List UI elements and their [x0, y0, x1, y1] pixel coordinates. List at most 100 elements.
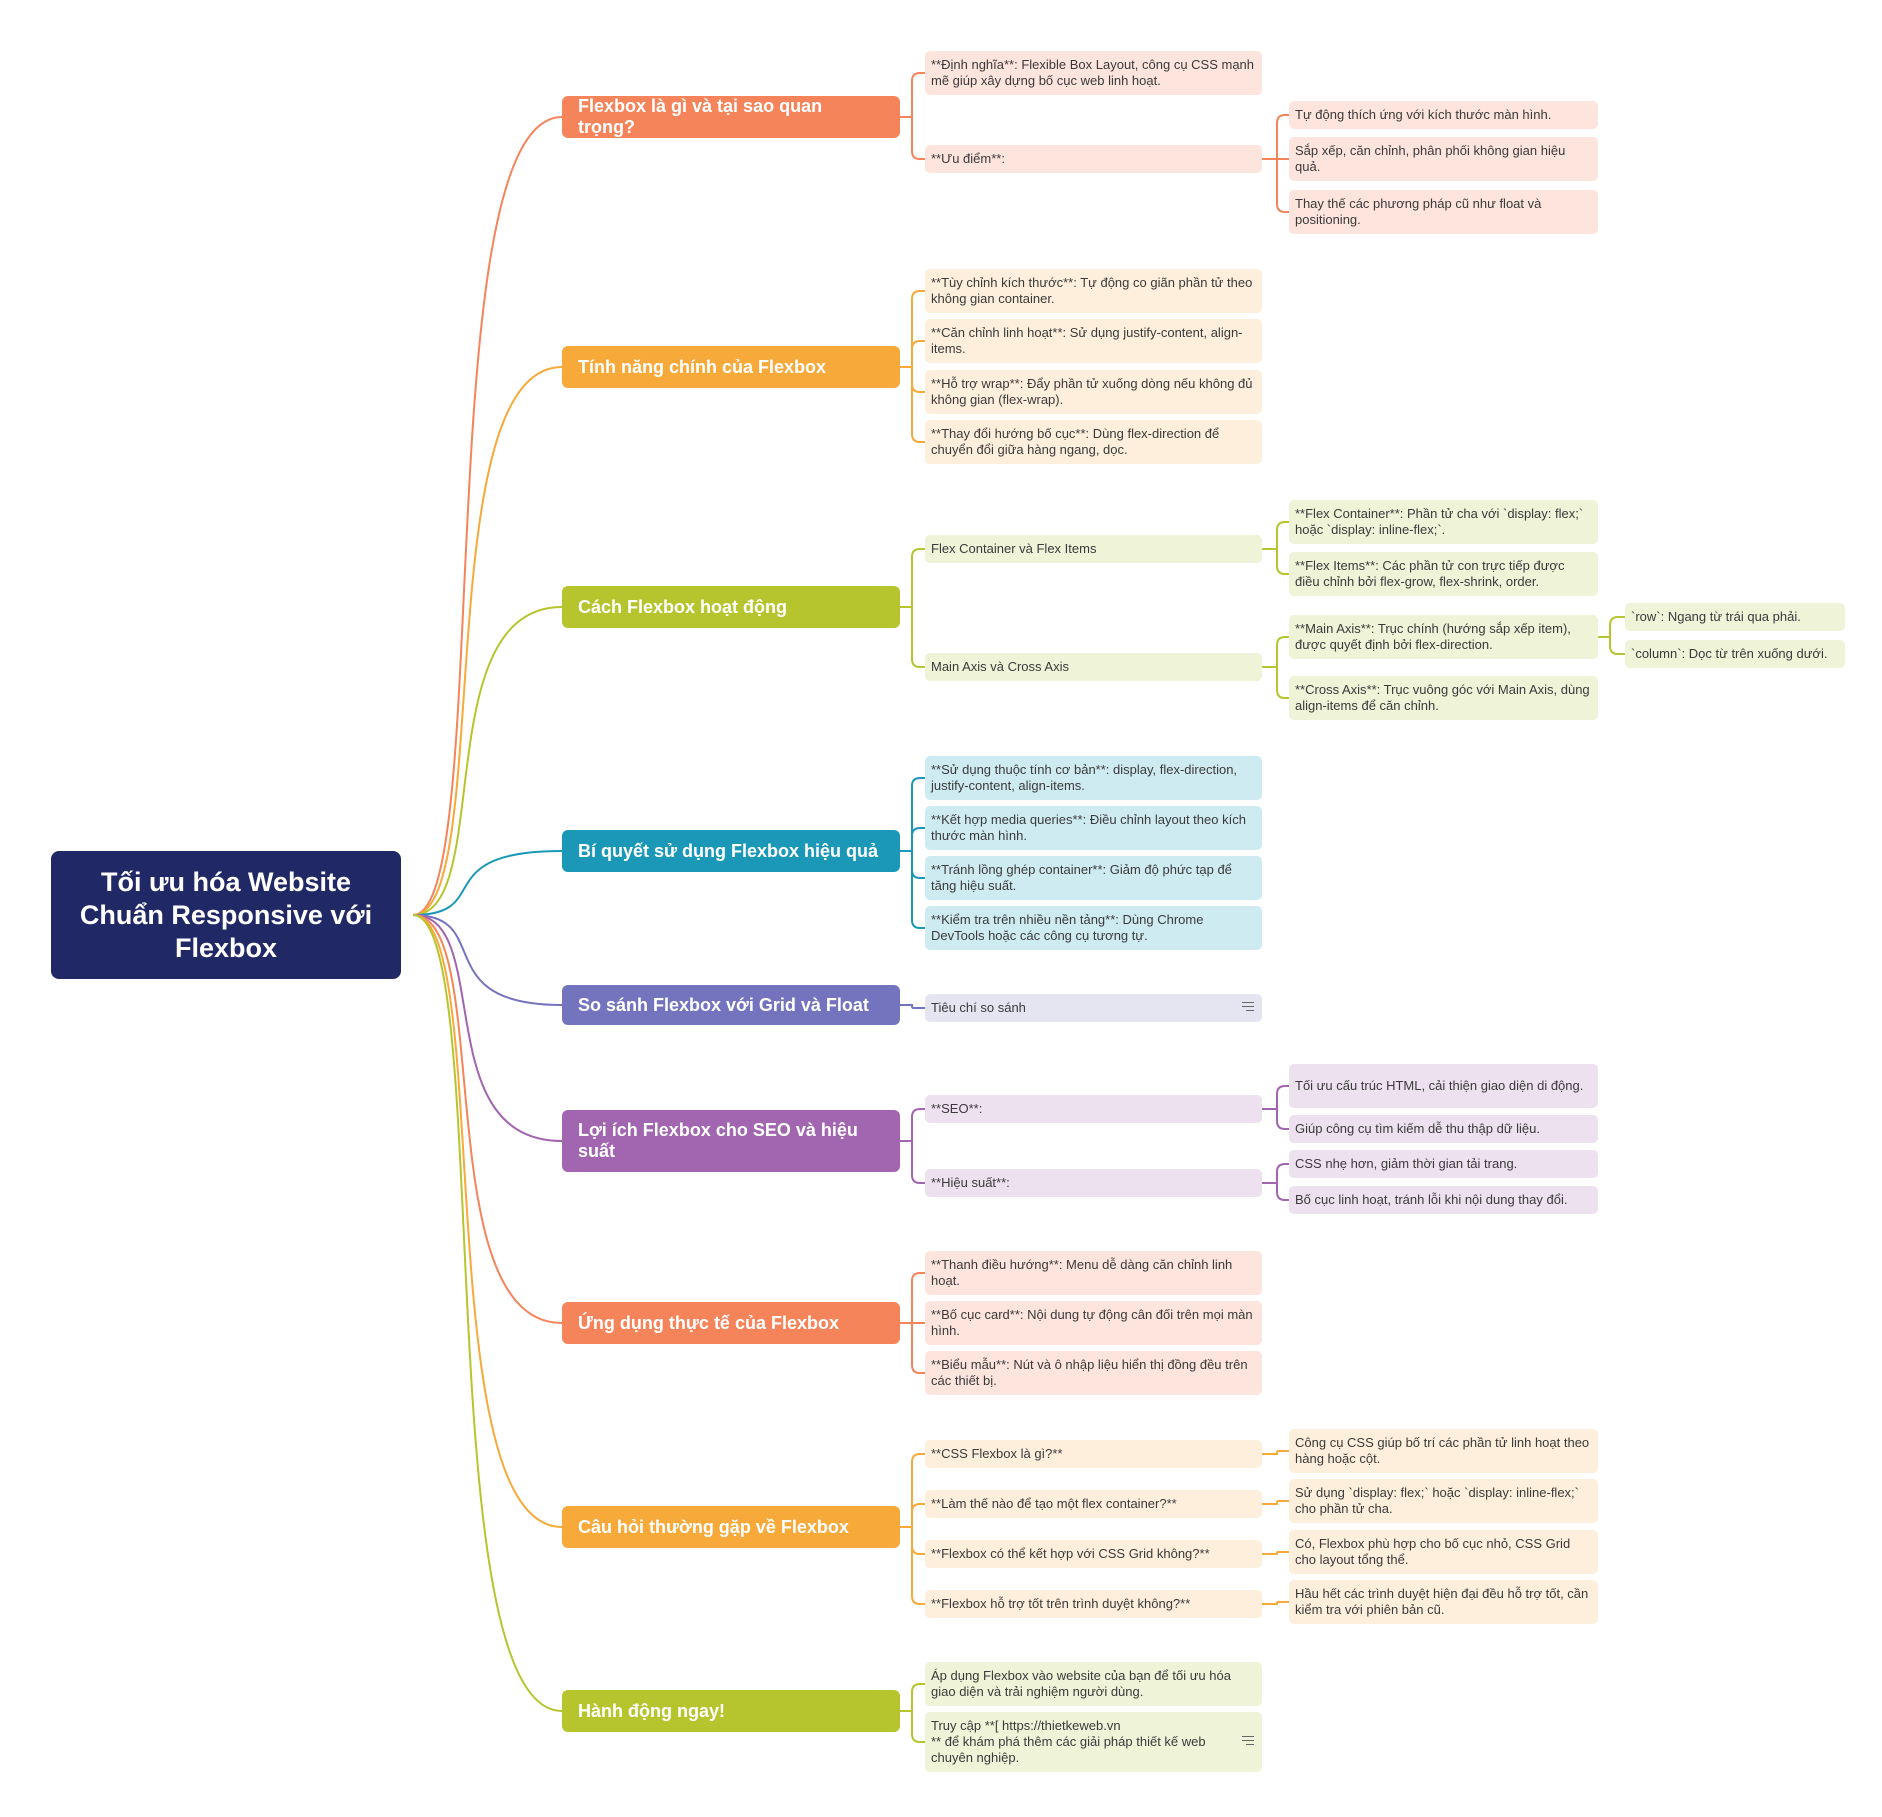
branch-connector — [900, 366, 925, 443]
notes-icon[interactable] — [1242, 1736, 1254, 1747]
subtopic[interactable]: **Hỗ trợ wrap**: Đẩy phần tử xuống dòng … — [925, 370, 1262, 414]
branch-topic-text: Ứng dụng thực tế của Flexbox — [578, 1312, 839, 1333]
subtopic[interactable]: **Bố cục card**: Nội dung tự động cân đố… — [925, 1301, 1262, 1345]
branch-topic[interactable]: Flexbox là gì và tại sao quan trọng? — [562, 96, 900, 138]
detail-topic[interactable]: **Cross Axis**: Trục vuông góc với Main … — [1289, 676, 1598, 720]
detail-topic[interactable]: **Flex Items**: Các phần tử con trực tiế… — [1289, 552, 1598, 596]
subtopic-text: **Tùy chỉnh kích thước**: Tự động co giã… — [931, 275, 1253, 306]
subtopic[interactable]: **Làm thế nào để tạo một flex container?… — [925, 1490, 1262, 1518]
root-connector — [412, 116, 563, 916]
branch-topic[interactable]: Lợi ích Flexbox cho SEO và hiệu suất — [562, 1110, 900, 1172]
subtopic-text: **Tránh lồng ghép container**: Giảm độ p… — [931, 862, 1232, 893]
branch-connector — [900, 1108, 925, 1142]
subtopic-text: **Làm thế nào để tạo một flex container?… — [931, 1496, 1177, 1511]
branch-connector — [900, 1683, 925, 1712]
subtopic-connector — [1262, 1601, 1289, 1605]
detail-topic[interactable]: **Flex Container**: Phần tử cha với `dis… — [1289, 500, 1598, 544]
subtopic-text: Main Axis và Cross Axis — [931, 659, 1069, 674]
subtopic[interactable]: **Kiểm tra trên nhiều nền tảng**: Dùng C… — [925, 906, 1262, 950]
branch-topic[interactable]: Tính năng chính của Flexbox — [562, 346, 900, 388]
branch-topic-text: Câu hỏi thường gặp về Flexbox — [578, 1516, 849, 1537]
root-connector — [412, 914, 563, 1324]
subtopic[interactable]: **Hiệu suất**: — [925, 1169, 1262, 1197]
branch-topic-text: Lợi ích Flexbox cho SEO và hiệu suất — [578, 1120, 858, 1161]
subtopic-connector — [1262, 666, 1289, 699]
root-connector — [412, 914, 563, 1528]
detail-topic[interactable]: Thay thế các phương pháp cũ như float và… — [1289, 190, 1598, 234]
detail-connector — [1598, 616, 1625, 638]
detail-topic[interactable]: Tối ưu cấu trúc HTML, cải thiện giao diệ… — [1289, 1064, 1598, 1108]
detail-topic[interactable]: Tự động thích ứng với kích thước màn hìn… — [1289, 101, 1598, 129]
subtopic-connector — [1262, 1500, 1289, 1505]
root-connector — [412, 366, 563, 916]
subtopic[interactable]: **CSS Flexbox là gì?** — [925, 1440, 1262, 1468]
subtopic[interactable]: **SEO**: — [925, 1095, 1262, 1123]
subtopic-connector — [1262, 636, 1289, 668]
subtopic[interactable]: **Tùy chỉnh kích thước**: Tự động co giã… — [925, 269, 1262, 313]
branch-connector — [900, 116, 925, 160]
detail-topic[interactable]: Hầu hết các trình duyệt hiện đại đều hỗ … — [1289, 1580, 1598, 1624]
detail-subtopic[interactable]: `row`: Ngang từ trái qua phải. — [1625, 603, 1845, 631]
detail-topic[interactable]: Sử dụng `display: flex;` hoặc `display: … — [1289, 1479, 1598, 1523]
detail-connector — [1598, 636, 1625, 655]
detail-subtopic[interactable]: `column`: Dọc từ trên xuống dưới. — [1625, 640, 1845, 668]
subtopic[interactable]: Main Axis và Cross Axis — [925, 653, 1262, 681]
branch-connector — [900, 777, 925, 852]
subtopic[interactable]: **Kết hợp media queries**: Điều chỉnh la… — [925, 806, 1262, 850]
detail-topic-text: **Flex Container**: Phần tử cha với `dis… — [1295, 506, 1584, 537]
subtopic[interactable]: Áp dụng Flexbox vào website của bạn để t… — [925, 1662, 1262, 1706]
subtopic-connector — [1262, 548, 1289, 575]
subtopic-text: **CSS Flexbox là gì?** — [931, 1446, 1063, 1461]
branch-topic-text: Hành động ngay! — [578, 1700, 725, 1721]
subtopic[interactable]: **Ưu điểm**: — [925, 145, 1262, 173]
subtopic[interactable]: **Sử dụng thuộc tính cơ bản**: display, … — [925, 756, 1262, 800]
detail-topic-text: Tối ưu cấu trúc HTML, cải thiện giao diệ… — [1295, 1078, 1584, 1093]
detail-topic[interactable]: Bố cục linh hoạt, tránh lỗi khi nội dung… — [1289, 1186, 1598, 1214]
branch-connector — [900, 1453, 925, 1528]
subtopic-connector — [1262, 1085, 1289, 1110]
subtopic[interactable]: **Căn chỉnh linh hoạt**: Sử dụng justify… — [925, 319, 1262, 363]
detail-topic-text: **Main Axis**: Trục chính (hướng sắp xếp… — [1295, 621, 1571, 652]
subtopic-text: **Bố cục card**: Nội dung tự động cân đố… — [931, 1307, 1253, 1338]
branch-topic[interactable]: Hành động ngay! — [562, 1690, 900, 1732]
subtopic[interactable]: Tiêu chí so sánh — [925, 994, 1262, 1022]
detail-topic[interactable]: Sắp xếp, căn chỉnh, phân phối không gian… — [1289, 137, 1598, 181]
subtopic-text: **Thanh điều hướng**: Menu dễ dàng căn c… — [931, 1257, 1233, 1288]
subtopic[interactable]: **Thanh điều hướng**: Menu dễ dàng căn c… — [925, 1251, 1262, 1295]
branch-topic[interactable]: Câu hỏi thường gặp về Flexbox — [562, 1506, 900, 1548]
branch-topic[interactable]: Ứng dụng thực tế của Flexbox — [562, 1302, 900, 1344]
subtopic[interactable]: Flex Container và Flex Items — [925, 535, 1262, 563]
detail-topic[interactable]: **Main Axis**: Trục chính (hướng sắp xếp… — [1289, 615, 1598, 659]
subtopic[interactable]: **Thay đổi hướng bố cục**: Dùng flex-dir… — [925, 420, 1262, 464]
detail-topic-text: Tự động thích ứng với kích thước màn hìn… — [1295, 107, 1552, 122]
root-topic[interactable]: Tối ưu hóa Website Chuẩn Responsive với … — [51, 851, 401, 979]
detail-topic-text: Hầu hết các trình duyệt hiện đại đều hỗ … — [1295, 1586, 1589, 1617]
subtopic-text: **Flexbox có thể kết hợp với CSS Grid kh… — [931, 1546, 1210, 1561]
root-connector — [412, 914, 563, 1712]
subtopic[interactable]: **Biểu mẫu**: Nút và ô nhập liệu hiển th… — [925, 1351, 1262, 1395]
detail-topic[interactable]: Công cụ CSS giúp bố trí các phần tử linh… — [1289, 1429, 1598, 1473]
subtopic-text: **Định nghĩa**: Flexible Box Layout, côn… — [931, 57, 1255, 88]
detail-topic[interactable]: Giúp công cụ tìm kiếm dễ thu thập dữ liệ… — [1289, 1115, 1598, 1143]
detail-topic[interactable]: CSS nhẹ hơn, giảm thời gian tải trang. — [1289, 1150, 1598, 1178]
subtopic[interactable]: **Tránh lồng ghép container**: Giảm độ p… — [925, 856, 1262, 900]
subtopic[interactable]: **Định nghĩa**: Flexible Box Layout, côn… — [925, 51, 1262, 95]
branch-topic[interactable]: So sánh Flexbox với Grid và Float — [562, 985, 900, 1025]
subtopic[interactable]: **Flexbox có thể kết hợp với CSS Grid kh… — [925, 1540, 1262, 1568]
notes-icon[interactable] — [1242, 1002, 1254, 1013]
branch-topic-text: Bí quyết sử dụng Flexbox hiệu quả — [578, 840, 879, 861]
branch-connector — [900, 1322, 925, 1374]
subtopic-connector — [1262, 1450, 1289, 1455]
branch-topic[interactable]: Cách Flexbox hoạt động — [562, 586, 900, 628]
detail-topic[interactable]: Có, Flexbox phù hợp cho bố cục nhỏ, CSS … — [1289, 1530, 1598, 1574]
detail-subtopic-text: `row`: Ngang từ trái qua phải. — [1631, 609, 1801, 624]
subtopic-text: **Kiểm tra trên nhiều nền tảng**: Dùng C… — [931, 912, 1204, 943]
subtopic-text: **Biểu mẫu**: Nút và ô nhập liệu hiển th… — [931, 1357, 1248, 1388]
subtopic[interactable]: Truy cập **[ https://thietkeweb.vn ** để… — [925, 1712, 1262, 1772]
branch-connector — [900, 1503, 925, 1528]
branch-topic[interactable]: Bí quyết sử dụng Flexbox hiệu quả — [562, 830, 900, 872]
subtopic-connector — [1262, 521, 1289, 550]
subtopic[interactable]: **Flexbox hỗ trợ tốt trên trình duyệt kh… — [925, 1590, 1262, 1618]
